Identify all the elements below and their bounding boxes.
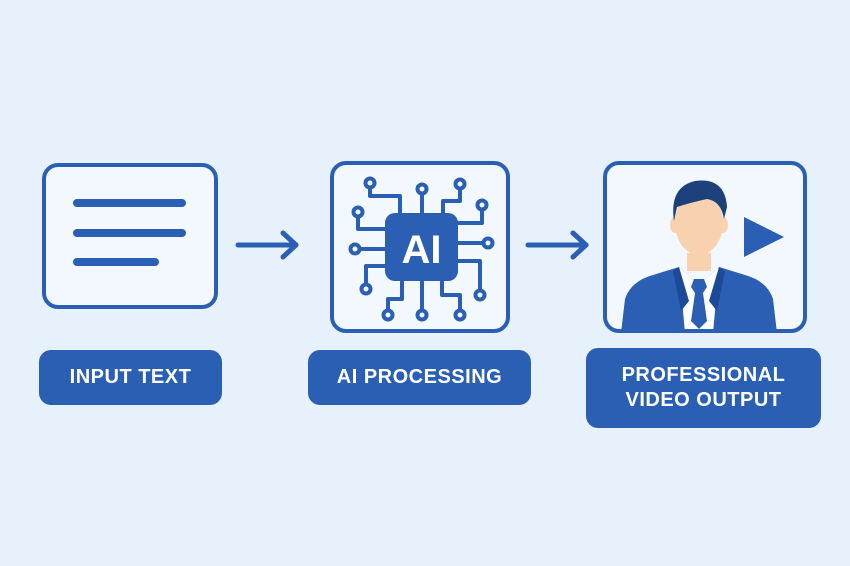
text-lines-icon bbox=[73, 199, 186, 266]
presenter-video-icon bbox=[621, 180, 784, 329]
ai-chip-icon: AI bbox=[348, 176, 495, 322]
ai-processing-label: AI PROCESSING bbox=[308, 350, 531, 405]
video-output-label-line-2: VIDEO OUTPUT bbox=[625, 389, 782, 411]
arrow-right-icon bbox=[525, 230, 589, 260]
arrow-right-icon bbox=[235, 230, 299, 260]
ai-chip-text: AI bbox=[402, 228, 442, 272]
video-output-label: PROFESSIONAL VIDEO OUTPUT bbox=[586, 348, 821, 428]
input-text-label-text: INPUT TEXT bbox=[69, 366, 192, 388]
ai-processing-label-text: AI PROCESSING bbox=[336, 366, 503, 388]
input-text-card bbox=[42, 163, 218, 309]
input-text-label: INPUT TEXT bbox=[39, 350, 222, 405]
video-output-label-line-1: PROFESSIONAL bbox=[621, 364, 786, 386]
